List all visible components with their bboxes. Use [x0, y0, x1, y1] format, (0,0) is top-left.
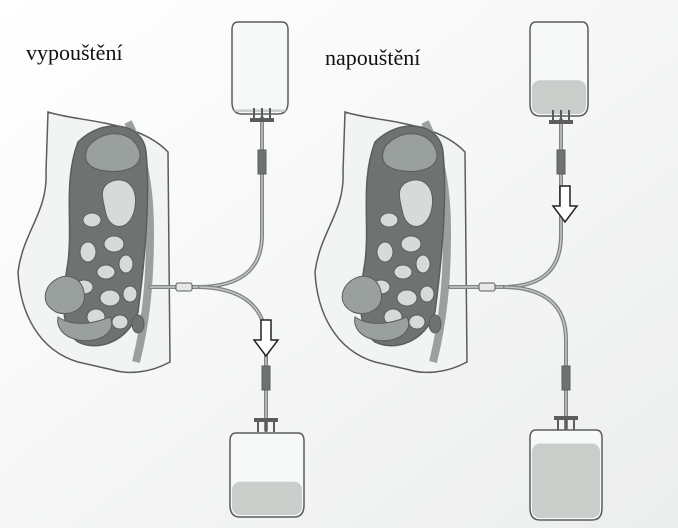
fill-bone-mark — [429, 315, 441, 333]
fill-y-connector — [479, 283, 495, 291]
fill-intestine-loop — [394, 265, 412, 279]
fill-lower-clamp — [562, 366, 570, 390]
fill-label: napouštění — [325, 45, 420, 71]
drain-intestine-loop — [104, 236, 124, 252]
fill-bottom-bag-fluid — [532, 444, 600, 519]
fill-intestine-loop — [416, 255, 430, 273]
drain-label: vypouštění — [26, 40, 123, 66]
drain-intestine-loop — [80, 242, 96, 262]
drain-bone-mark — [132, 315, 144, 333]
fill-upper-clamp — [557, 150, 565, 174]
drain-intestine-loop — [97, 265, 115, 279]
fill-intestine-loop — [420, 286, 434, 302]
fill-intestine-loop — [380, 213, 398, 227]
drain-top-bag-outline — [232, 22, 288, 114]
drain-lower-clamp — [262, 366, 270, 390]
fill-intestine-loop — [377, 242, 393, 262]
drain-intestine-loop — [119, 255, 133, 273]
fill-bottom-fluid-bag — [530, 430, 602, 520]
drain-top-fluid-bag — [232, 22, 288, 114]
drain-bottom-bag-ports — [254, 418, 278, 432]
fill-top-fluid-bag — [530, 22, 588, 116]
drain-intestine-loop — [100, 290, 120, 306]
drain-bottom-fluid-bag — [230, 433, 304, 517]
fill-top-bag-ports — [549, 110, 573, 124]
drain-bottom-bag-fluid — [232, 482, 302, 515]
drain-y-connector — [176, 283, 192, 291]
fill-intestine-loop — [409, 315, 425, 329]
drain-top-bag-ports — [250, 108, 274, 122]
drain-upper-clamp — [258, 150, 266, 174]
fill-top-port-bar — [549, 120, 573, 124]
fill-intestine-loop — [401, 236, 421, 252]
drain-top-port-bar — [250, 118, 274, 122]
fill-top-bag-fluid — [532, 80, 586, 114]
drain-top-bag-fluid — [234, 109, 286, 112]
drain-intestine-loop — [83, 213, 101, 227]
drain-intestine-loop — [123, 286, 137, 302]
fill-intestine-loop — [397, 290, 417, 306]
fill-bottom-bag-ports — [554, 416, 578, 430]
fill-bottom-port-bar — [554, 416, 578, 420]
drain-bottom-port-bar — [254, 418, 278, 422]
drain-intestine-loop — [112, 315, 128, 329]
